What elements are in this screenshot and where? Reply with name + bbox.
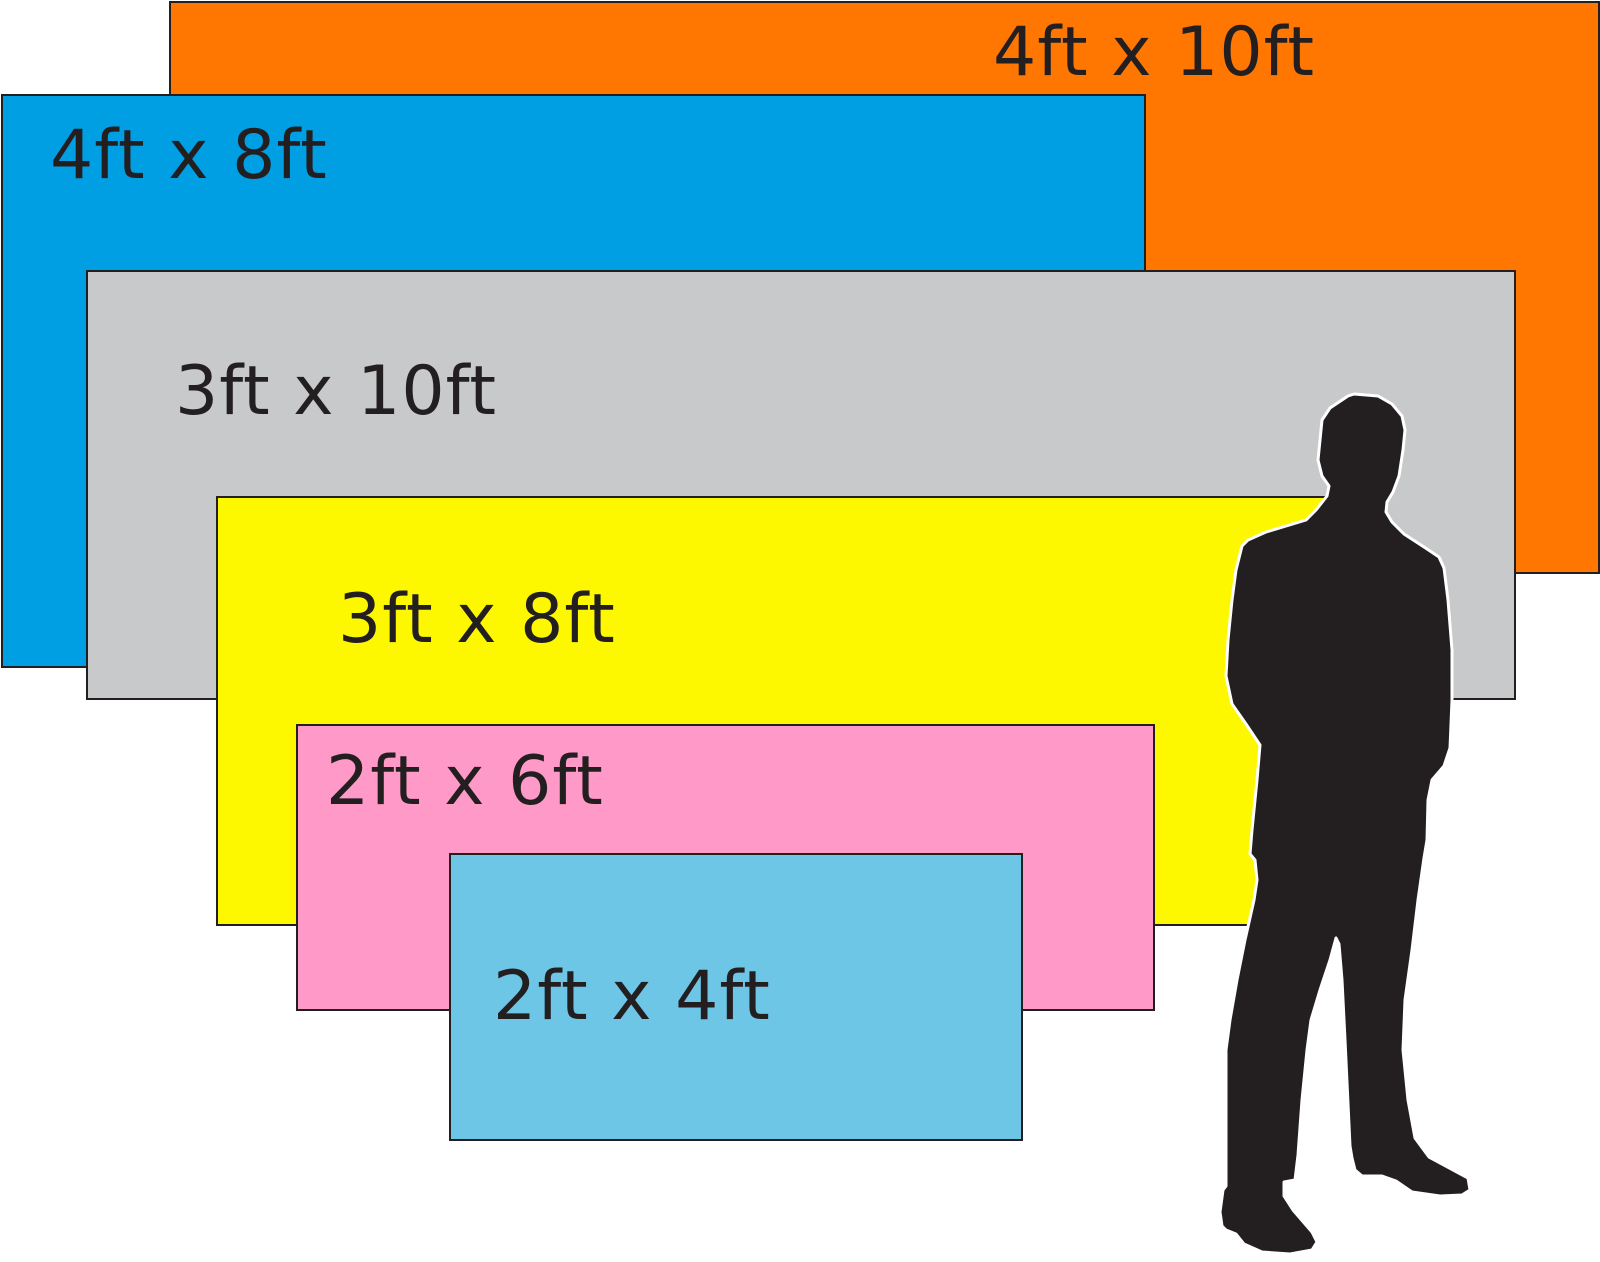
- banner-2ft-x-4ft-label: 2ft x 4ft: [493, 957, 771, 1036]
- banner-3ft-x-8ft-label: 3ft x 8ft: [338, 580, 616, 659]
- banner-2ft-x-6ft-label: 2ft x 6ft: [326, 742, 604, 821]
- banner-4ft-x-8ft-label: 4ft x 8ft: [50, 116, 328, 195]
- banner-4ft-x-10ft-label: 4ft x 10ft: [993, 13, 1316, 92]
- banner-3ft-x-10ft-label: 3ft x 10ft: [175, 352, 498, 431]
- banner-2ft-x-4ft: 2ft x 4ft: [449, 853, 1023, 1141]
